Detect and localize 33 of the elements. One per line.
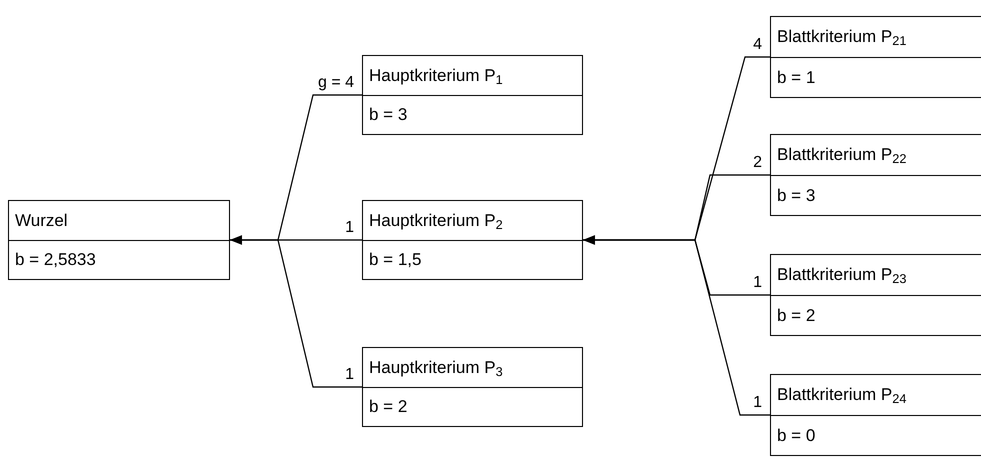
edge-label: 1 — [753, 275, 762, 291]
weight-value: b = 1,5 — [369, 251, 422, 268]
criterion-name: Wurzel — [15, 212, 68, 229]
weight-value: b = 3 — [369, 106, 408, 124]
connector-arrow — [230, 235, 362, 388]
criterion-name: Blattkriterium P$_{21}$ — [777, 28, 906, 46]
criterion-box — [362, 347, 583, 427]
weight-value: b = 2 — [777, 306, 816, 324]
edge-label: 2 — [753, 155, 762, 171]
criterion-box — [770, 254, 981, 336]
criterion-name: Blattkriterium P$_{23}$ — [777, 266, 906, 284]
criterion-box — [362, 200, 583, 280]
weight-value: b = 1 — [777, 68, 816, 86]
criterion-name: Hauptkriterium P$_{1}$ — [369, 66, 503, 84]
criterion-name: Blattkriterium P$_{22}$ — [777, 146, 906, 164]
criterion-name: Hauptkriterium P$_{2}$ — [369, 212, 503, 229]
weight-value: b = 2,5833 — [15, 251, 96, 268]
criterion-box — [770, 16, 981, 98]
criterion-name: Blattkriterium P$_{24}$ — [777, 386, 906, 404]
edge-label: 1 — [345, 367, 354, 383]
criterion-name: Hauptkriterium P$_{3}$ — [369, 358, 503, 376]
edge-label: 4 — [753, 37, 762, 53]
edge-label: 1 — [753, 395, 762, 411]
criterion-box — [8, 200, 230, 280]
edge-label: 1 — [345, 220, 354, 236]
weight-value: b = 2 — [369, 398, 408, 416]
connector-arrow — [583, 235, 770, 416]
edge-label: g = 4 — [318, 75, 354, 91]
weight-value: b = 3 — [777, 186, 816, 204]
criterion-box — [770, 134, 981, 216]
weight-value: b = 0 — [777, 426, 816, 444]
criterion-box — [362, 55, 583, 135]
criterion-box — [770, 374, 981, 456]
